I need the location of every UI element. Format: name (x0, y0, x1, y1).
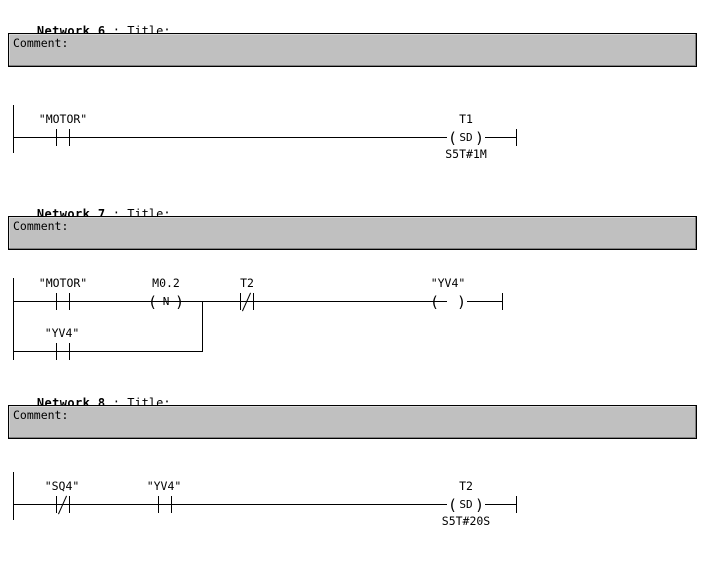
contact-slash (241, 292, 252, 312)
coil-paren-left: ( (448, 129, 458, 147)
coil-edge-m02[interactable]: ( N ) (147, 293, 185, 311)
contact-nc-t2[interactable] (240, 292, 254, 312)
coil-paren-right: ) (456, 293, 466, 311)
coil-paren-right: ) (474, 496, 484, 514)
right-power-rail (516, 129, 517, 146)
network-block-7: Network 7 : Title: Comment: "MOTOR" M0.2… (0, 193, 723, 371)
network-number: 7 (97, 207, 106, 221)
coil-paren-right: ) (474, 129, 484, 147)
network-number: 6 (97, 24, 106, 38)
contact-no-motor[interactable] (56, 293, 70, 310)
left-power-rail (13, 278, 14, 360)
comment-text: Comment: (13, 219, 69, 233)
contact-bar-right (69, 343, 70, 360)
contact-label-motor: "MOTOR" (38, 112, 88, 126)
comment-text: Comment: (13, 36, 69, 50)
coil-output-yv4[interactable]: ( ) (429, 293, 467, 311)
contact-bar-left (56, 496, 57, 513)
coil-timer-t1[interactable]: ( SD ) (447, 129, 485, 147)
contact-no-motor[interactable] (56, 129, 70, 146)
coil-label-t1: T1 (459, 112, 473, 126)
network-separator: : (105, 207, 128, 221)
contact-bar-left (56, 343, 57, 360)
network-separator: : (105, 24, 128, 38)
contact-bar-right (69, 496, 70, 513)
contact-label-yv4: "YV4" (146, 479, 182, 493)
right-power-rail (502, 293, 503, 310)
contact-bar-left (158, 496, 159, 513)
coil-to-rail-line (467, 301, 502, 302)
coil-letter: SD (459, 131, 473, 144)
contact-bar-right (253, 293, 254, 310)
rung-line (13, 504, 447, 505)
contact-slash (57, 495, 68, 515)
contact-no-yv4-branch[interactable] (56, 343, 70, 360)
ladder-rung-8: "SQ4" "YV4" T2 ( SD ) S5T#20S (0, 447, 723, 547)
contact-no-yv4[interactable] (158, 496, 172, 513)
contact-label-motor: "MOTOR" (38, 276, 88, 290)
left-power-rail (13, 472, 14, 520)
contact-bar-left (56, 293, 57, 310)
coil-label-yv4: "YV4" (430, 276, 466, 290)
ladder-rung-7: "MOTOR" M0.2 ( N ) "YV4" T2 "YV (0, 258, 723, 368)
ladder-logic-page: { "document": { "language": "LAD", "back… (0, 10, 723, 547)
coil-paren-left: ( (448, 496, 458, 514)
contact-bar-right (69, 129, 70, 146)
coil-to-rail-line (485, 137, 516, 138)
contact-nc-sq4[interactable] (56, 495, 70, 515)
branch-merge-line (202, 301, 203, 352)
comment-box-7[interactable]: Comment: (8, 216, 697, 250)
left-power-rail (13, 105, 14, 153)
comment-box-8[interactable]: Comment: (8, 405, 697, 439)
contact-bar-left (56, 129, 57, 146)
contact-label-yv4-branch: "YV4" (44, 326, 80, 340)
coil-to-rail-line (485, 504, 516, 505)
coil-timer-t2[interactable]: ( SD ) (447, 496, 485, 514)
contact-bar-right (171, 496, 172, 513)
ladder-rung-6: "MOTOR" T1 ( SD ) S5T#1M (0, 75, 723, 180)
coil-label-t2: T2 (459, 479, 473, 493)
rung-line-top (13, 301, 447, 302)
coil-paren-right: ) (174, 293, 184, 311)
coil-paren-left: ( (148, 293, 158, 311)
comment-box-6[interactable]: Comment: (8, 33, 697, 67)
coil-letter: SD (459, 498, 473, 511)
contact-bar-right (69, 293, 70, 310)
coil-label-m02: M0.2 (152, 276, 180, 290)
rung-line-branch (13, 351, 203, 352)
coil-letter: N (162, 295, 170, 308)
contact-bar-left (240, 293, 241, 310)
coil-value-t2: S5T#20S (441, 514, 491, 528)
network-number: 8 (97, 396, 106, 410)
coil-paren-left: ( (430, 293, 440, 311)
network-block-8: Network 8 : Title: Comment: "SQ4" "YV4" … (0, 382, 723, 547)
rung-line (13, 137, 447, 138)
coil-value-t1: S5T#1M (445, 147, 487, 161)
right-power-rail (516, 496, 517, 513)
comment-text: Comment: (13, 408, 69, 422)
contact-label-sq4: "SQ4" (44, 479, 80, 493)
network-block-6: Network 6 : Title: Comment: "MOTOR" T1 (… (0, 10, 723, 185)
network-separator: : (105, 396, 128, 410)
contact-label-t2: T2 (240, 276, 254, 290)
